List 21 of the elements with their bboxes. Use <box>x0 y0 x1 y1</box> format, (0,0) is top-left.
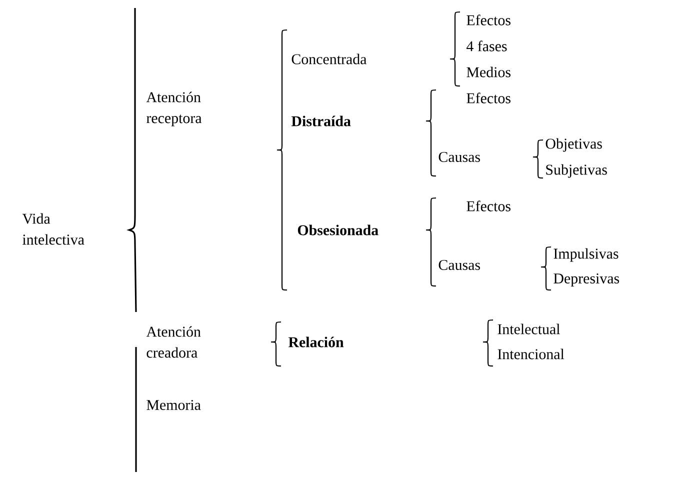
label: 4 fases <box>466 40 507 52</box>
label: Vida intelectiva <box>22 213 84 245</box>
label: Intencional <box>498 348 564 360</box>
label: Depresivas <box>554 273 620 287</box>
label: Distraída <box>291 116 351 126</box>
label: Impulsivas <box>554 248 618 262</box>
label: Atención creadora <box>146 326 201 358</box>
label: Medios <box>466 66 510 78</box>
label: Relación <box>288 336 344 348</box>
label: Efectos <box>466 14 510 26</box>
label: Concentrada <box>292 54 367 64</box>
label: Intelectual <box>498 324 560 334</box>
label: Objetivas <box>546 138 602 152</box>
label: Causas <box>438 260 480 270</box>
label: Efectos <box>466 200 510 212</box>
label: Subjetivas <box>546 164 607 178</box>
label: Efectos <box>466 92 510 104</box>
label: Causas <box>438 152 480 162</box>
label: Memoria <box>146 400 201 410</box>
label: Obsesionada <box>298 224 378 236</box>
label: Atención receptora <box>146 92 202 126</box>
